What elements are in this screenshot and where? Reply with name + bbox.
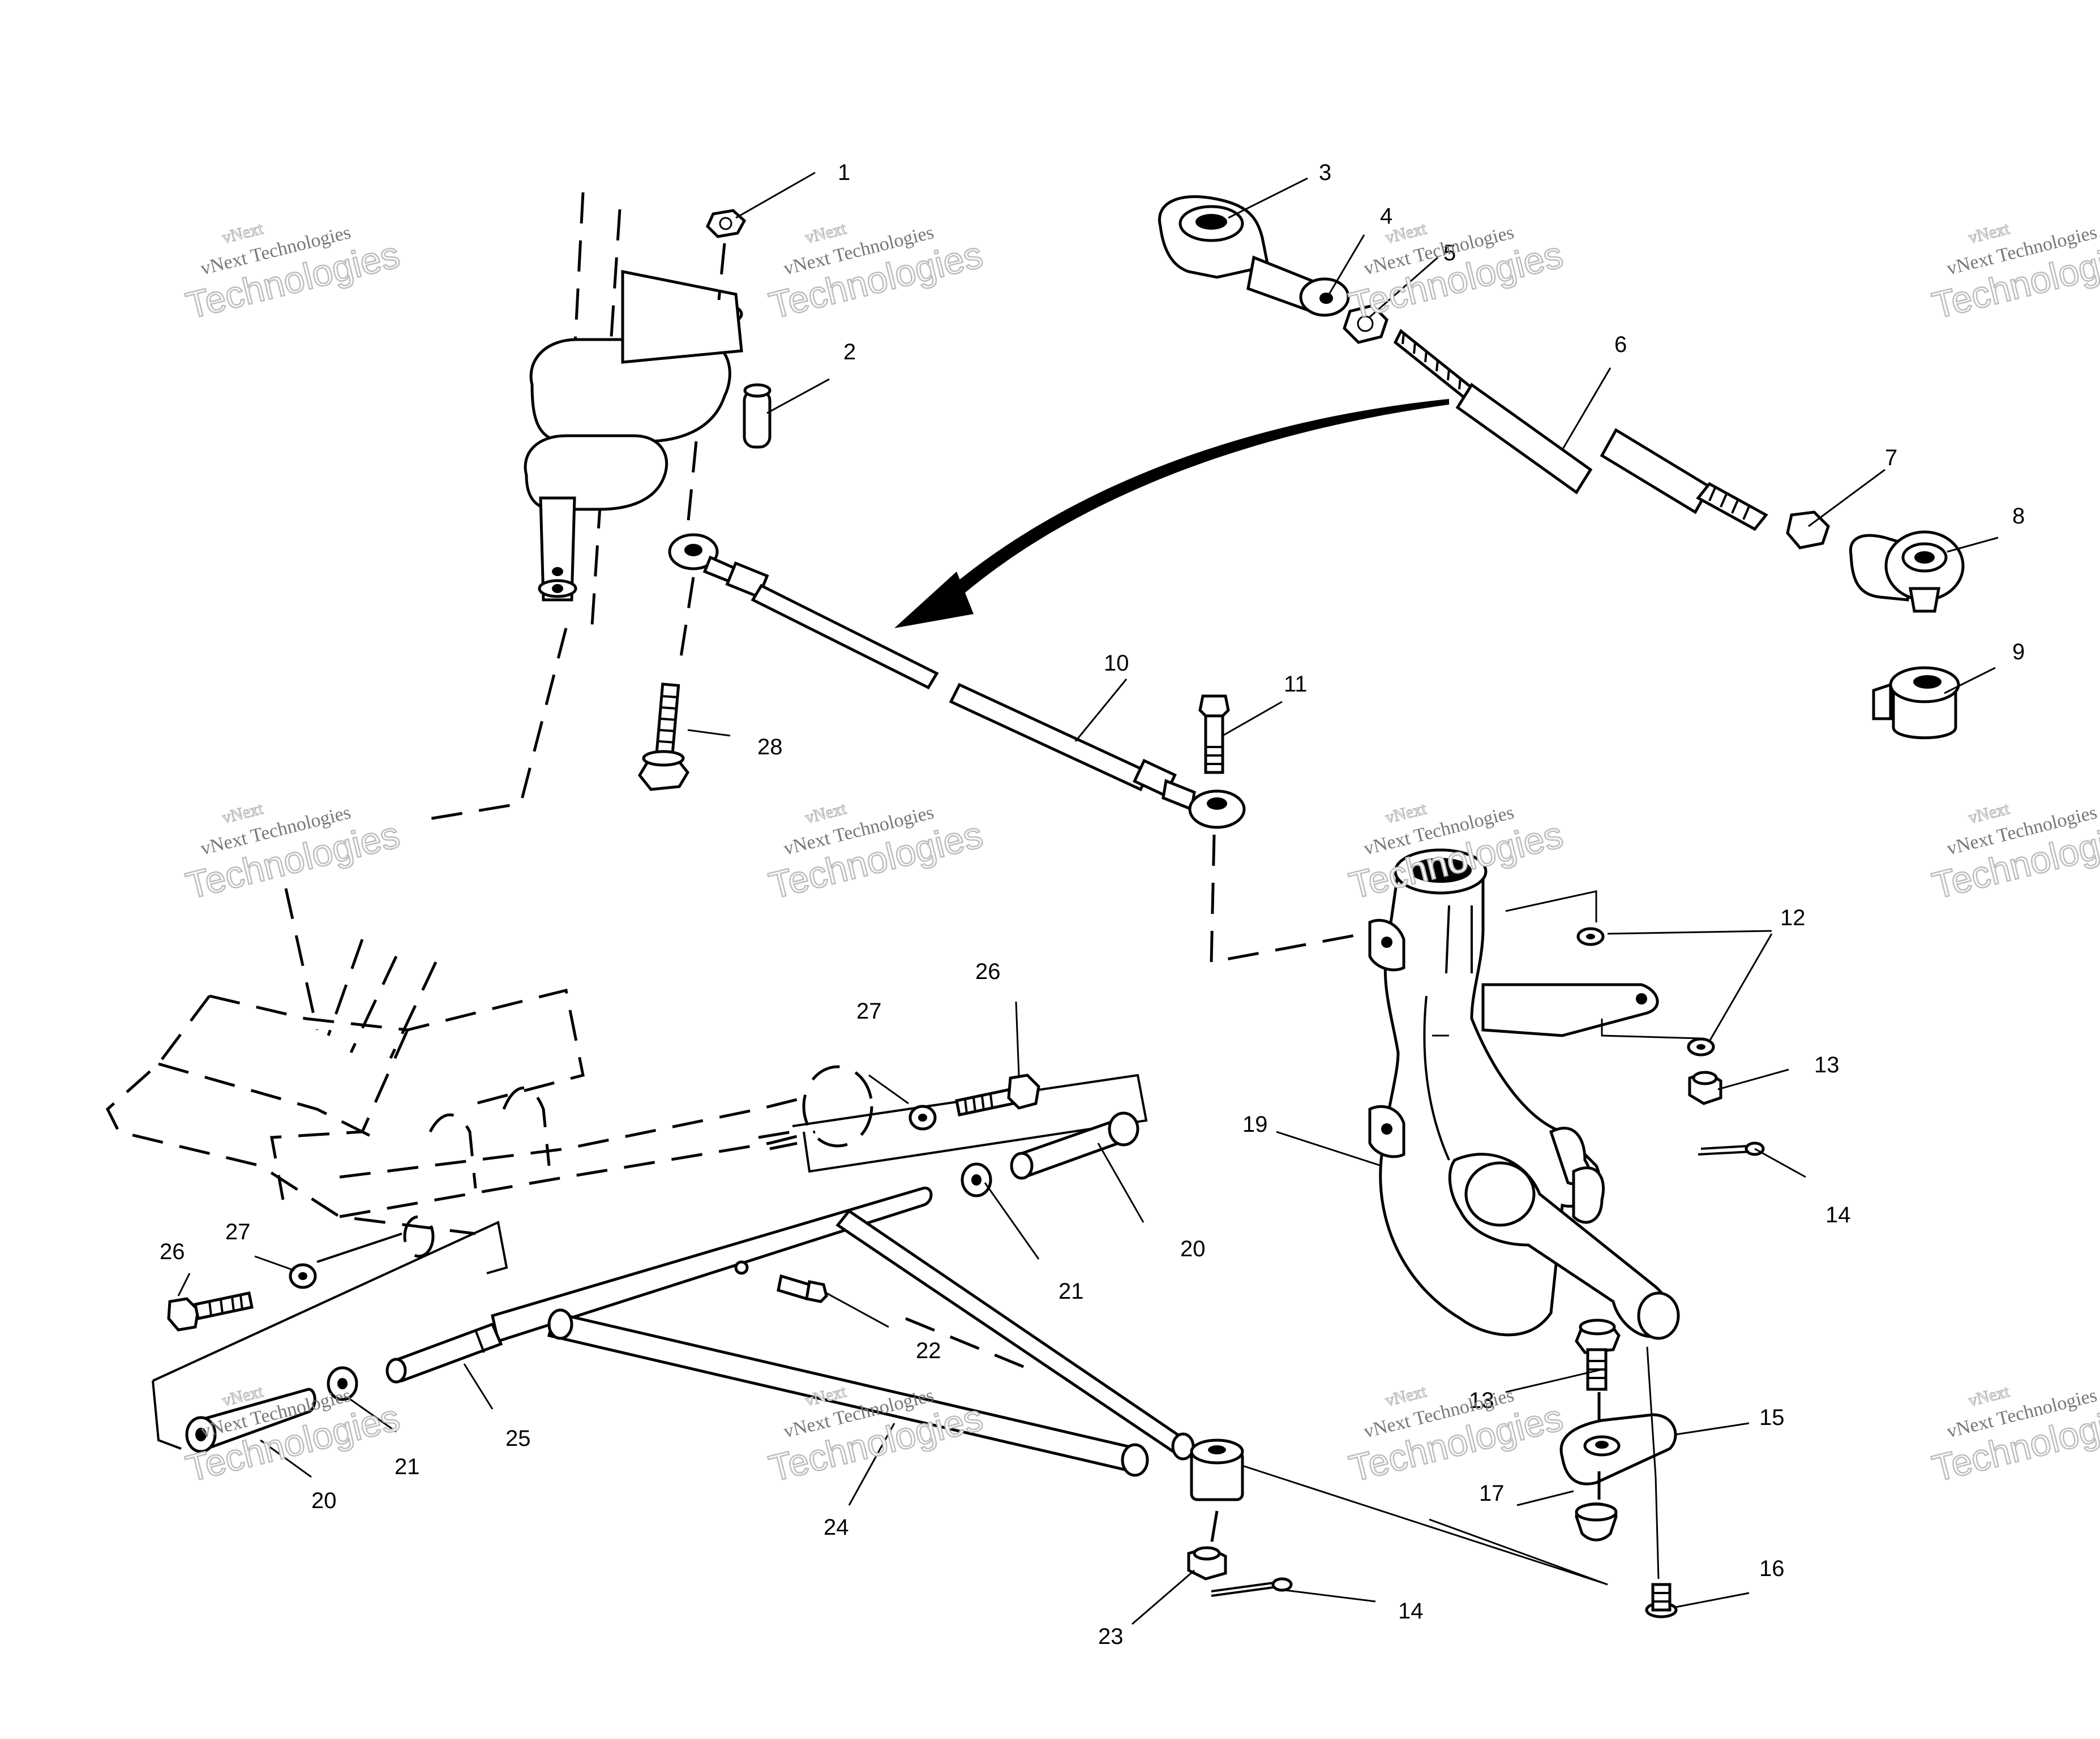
part-27-washer-upper bbox=[908, 1105, 937, 1131]
callout-10: 10 bbox=[1104, 651, 1129, 676]
watermark-line1: vNext bbox=[1966, 799, 2012, 827]
callout-21-lower: 21 bbox=[395, 1454, 420, 1479]
watermark-line1: vNext bbox=[803, 799, 848, 827]
callout-numbers: 1 2 3 4 5 6 7 8 9 10 11 12 13 14 19 20 2… bbox=[160, 160, 2025, 1649]
part-23-castle-nut-lower bbox=[1187, 1546, 1227, 1581]
callout-2: 2 bbox=[843, 340, 856, 364]
callout-21-upper: 21 bbox=[1058, 1279, 1084, 1304]
callout-17: 17 bbox=[1479, 1481, 1505, 1506]
callout-8: 8 bbox=[2012, 504, 2025, 529]
assembly-guide-lines bbox=[905, 1317, 1660, 1586]
part-17-ball-joint bbox=[1575, 1502, 1618, 1542]
callout-27-lower: 27 bbox=[225, 1220, 251, 1244]
part-26-bolt-lower bbox=[167, 1233, 402, 1332]
part-27-washer-lower bbox=[289, 1263, 317, 1289]
callout-22: 22 bbox=[916, 1338, 941, 1363]
watermark-9: vNext vNext Technologies Technologies bbox=[181, 1381, 404, 1490]
part-20-bushing-lower bbox=[185, 1388, 316, 1453]
steering-post bbox=[418, 192, 743, 822]
callout-11: 11 bbox=[1284, 672, 1308, 697]
watermark-12: vNext vNext Technologies Technologies bbox=[1927, 1381, 2100, 1490]
watermark-line1: vNext bbox=[1966, 1382, 2012, 1410]
part-19-spindle bbox=[1368, 848, 1680, 1340]
part-20-bushing-upper bbox=[1010, 1111, 1139, 1180]
watermark-line1: vNext bbox=[220, 219, 265, 247]
part-10-tie-rod bbox=[668, 441, 1365, 964]
watermark-line1: vNext bbox=[1966, 219, 2012, 247]
part-2-pin bbox=[743, 383, 772, 449]
part-16-screw bbox=[1645, 1583, 1678, 1618]
part-24-a-arm bbox=[491, 1187, 1244, 1501]
part-21-washer-lower bbox=[327, 1366, 358, 1401]
tie-rod-assembly bbox=[1158, 195, 1965, 740]
callout-23: 23 bbox=[1098, 1624, 1124, 1649]
part-14-cotter-pin-lower bbox=[1211, 1577, 1293, 1597]
callout-20-upper: 20 bbox=[1180, 1236, 1206, 1261]
callout-3: 3 bbox=[1319, 160, 1331, 185]
watermark-line1: vNext bbox=[1383, 1382, 1429, 1410]
part-21-washer-upper bbox=[961, 1162, 992, 1197]
callout-14-lower: 14 bbox=[1398, 1599, 1424, 1624]
part-25-pivot-tube bbox=[385, 1322, 503, 1384]
callout-12: 12 bbox=[1780, 905, 1806, 930]
part-12-washer-lower bbox=[1687, 1037, 1715, 1057]
callout-19: 19 bbox=[1242, 1112, 1268, 1137]
part-1-nut bbox=[706, 209, 747, 300]
part-22-grease-fitting bbox=[777, 1274, 828, 1303]
watermark-line1: vNext bbox=[1383, 799, 1429, 827]
callout-26-lower: 26 bbox=[160, 1239, 185, 1264]
watermark-1: vNext vNext Technologies Technologies bbox=[181, 218, 404, 327]
part-14-cotter-pin-upper bbox=[1698, 1141, 1765, 1156]
callout-27-upper: 27 bbox=[856, 999, 882, 1024]
callout-14-upper: 14 bbox=[1825, 1203, 1851, 1227]
watermark-8: vNext vNext Technologies Technologies bbox=[1927, 798, 2100, 907]
frame bbox=[105, 888, 873, 1258]
callout-25: 25 bbox=[505, 1426, 531, 1451]
watermark-4: vNext vNext Technologies Technologies bbox=[1927, 218, 2100, 327]
callout-4: 4 bbox=[1380, 204, 1392, 229]
watermark-11: vNext vNext Technologies Technologies bbox=[1344, 1381, 1567, 1490]
callout-7: 7 bbox=[1885, 445, 1897, 470]
part-11-bolt bbox=[1198, 694, 1230, 774]
watermark-2: vNext vNext Technologies Technologies bbox=[764, 218, 987, 327]
callout-1: 1 bbox=[838, 160, 850, 185]
watermark-line1: vNext bbox=[803, 219, 848, 247]
callout-15: 15 bbox=[1759, 1405, 1785, 1430]
callout-26-upper: 26 bbox=[975, 959, 1001, 984]
assembly-arrow bbox=[894, 399, 1449, 628]
part-26-bolt-upper bbox=[955, 1074, 1040, 1117]
part-18-bolt bbox=[1575, 1319, 1621, 1391]
part-15-plate bbox=[1559, 1413, 1677, 1485]
watermark-3: vNext vNext Technologies Technologies bbox=[1344, 218, 1567, 327]
callout-5: 5 bbox=[1443, 241, 1456, 265]
part-28-bolt bbox=[637, 577, 695, 791]
callout-28: 28 bbox=[757, 735, 783, 759]
spindle-guide-lines bbox=[1432, 890, 1702, 1040]
watermark-6: vNext vNext Technologies Technologies bbox=[764, 798, 987, 907]
leader-lines bbox=[177, 171, 1999, 1625]
callout-6: 6 bbox=[1614, 332, 1627, 357]
callout-20-lower: 20 bbox=[311, 1488, 337, 1513]
callout-16: 16 bbox=[1759, 1556, 1785, 1581]
callout-9: 9 bbox=[2012, 639, 2025, 664]
watermark-line1: vNext bbox=[220, 799, 265, 827]
callout-18: 13 bbox=[1469, 1388, 1494, 1413]
watermark-5: vNext vNext Technologies Technologies bbox=[181, 798, 404, 907]
callout-13-upper: 13 bbox=[1814, 1053, 1840, 1077]
callout-24: 24 bbox=[824, 1515, 849, 1540]
part-13-castle-nut-upper bbox=[1688, 1071, 1722, 1105]
part-12-washer-upper bbox=[1576, 927, 1605, 946]
